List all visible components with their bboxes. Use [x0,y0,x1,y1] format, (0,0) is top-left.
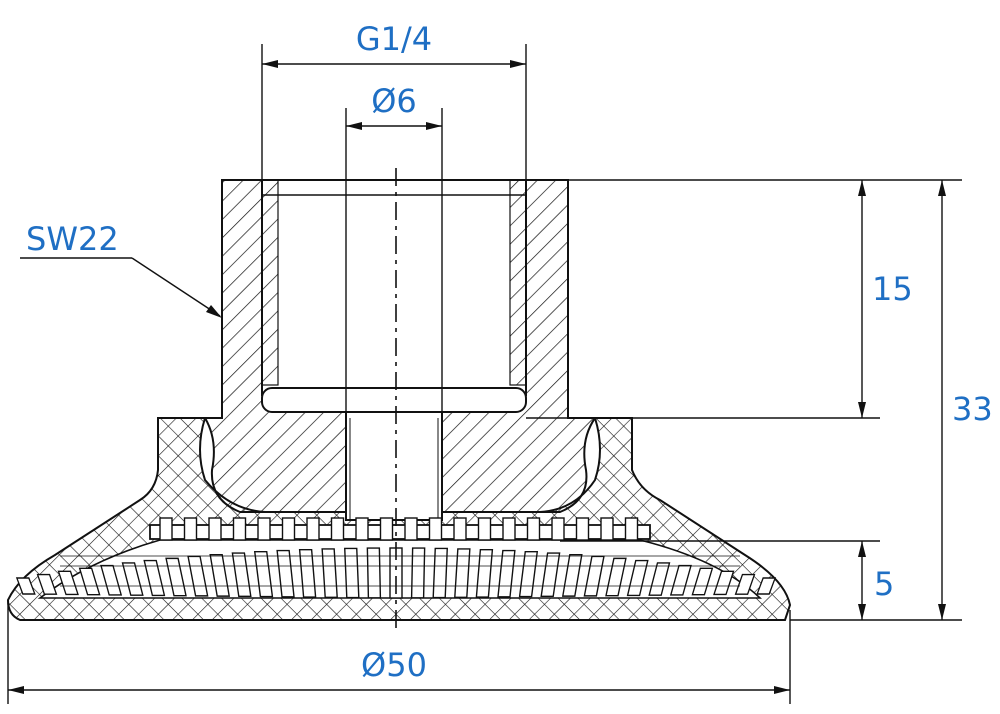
rib [540,552,561,598]
plate-tooth [502,517,516,541]
plate-tooth [355,517,369,541]
plate-tooth [257,517,271,541]
plate-tooth [428,517,443,541]
plate-tooth [208,517,222,541]
threaded-fitting [203,179,597,521]
rib [253,551,274,598]
dimension-lip-height: 5 [560,540,894,620]
rib [344,547,360,599]
total-height-label: 33 [952,390,993,428]
rib [454,548,471,598]
dimension-thread-depth: 15 [526,179,913,419]
rib [713,570,735,596]
plate-tooth [477,517,492,541]
thread-depth-label: 15 [872,270,913,308]
plate-tooth [526,517,541,541]
rib [497,549,516,598]
rib [78,567,101,596]
rib [276,549,295,598]
plate-tooth [281,517,296,541]
dimension-total-height: 33 [790,179,993,621]
plate-tooth [575,517,590,541]
plate-tooth [453,517,467,541]
plate-tooth [404,517,418,541]
dimension-cup-diameter: Ø50 [7,600,791,704]
rib [475,548,494,598]
rib [691,567,714,596]
support-plate [149,517,651,541]
rib [734,573,756,595]
rib [756,577,777,595]
cup-ribs [15,547,777,599]
rib [432,547,448,599]
rib [669,564,692,596]
dimension-g14: G1/4 [261,20,527,180]
plate-tooth [183,517,198,541]
lip-height-label: 5 [874,565,894,603]
rib [298,548,317,598]
bore-label: Ø6 [371,82,417,120]
rib [366,547,382,599]
plate-tooth [600,517,614,541]
dimension-bore: Ø6 [345,82,443,418]
plate-tooth [159,517,173,541]
rib [626,559,649,597]
rib [15,577,36,595]
plate-tooth [624,517,639,541]
rib [410,547,426,599]
wrench-size-label: SW22 [26,220,119,258]
rib [231,552,252,598]
plate-tooth [551,517,565,541]
thread-label: G1/4 [356,20,432,58]
rib [143,559,166,597]
plate-tooth [330,517,345,541]
rib [518,551,539,598]
rib [648,562,671,596]
plate-tooth [232,517,247,541]
cup-diameter-label: Ø50 [361,646,427,684]
rib [321,548,338,598]
rib [121,562,144,596]
plate-tooth [379,517,394,541]
wrench-size-callout: SW22 [20,220,222,318]
rib [100,564,123,596]
rib [36,573,58,595]
plate-tooth [306,517,320,541]
rib [57,570,79,596]
